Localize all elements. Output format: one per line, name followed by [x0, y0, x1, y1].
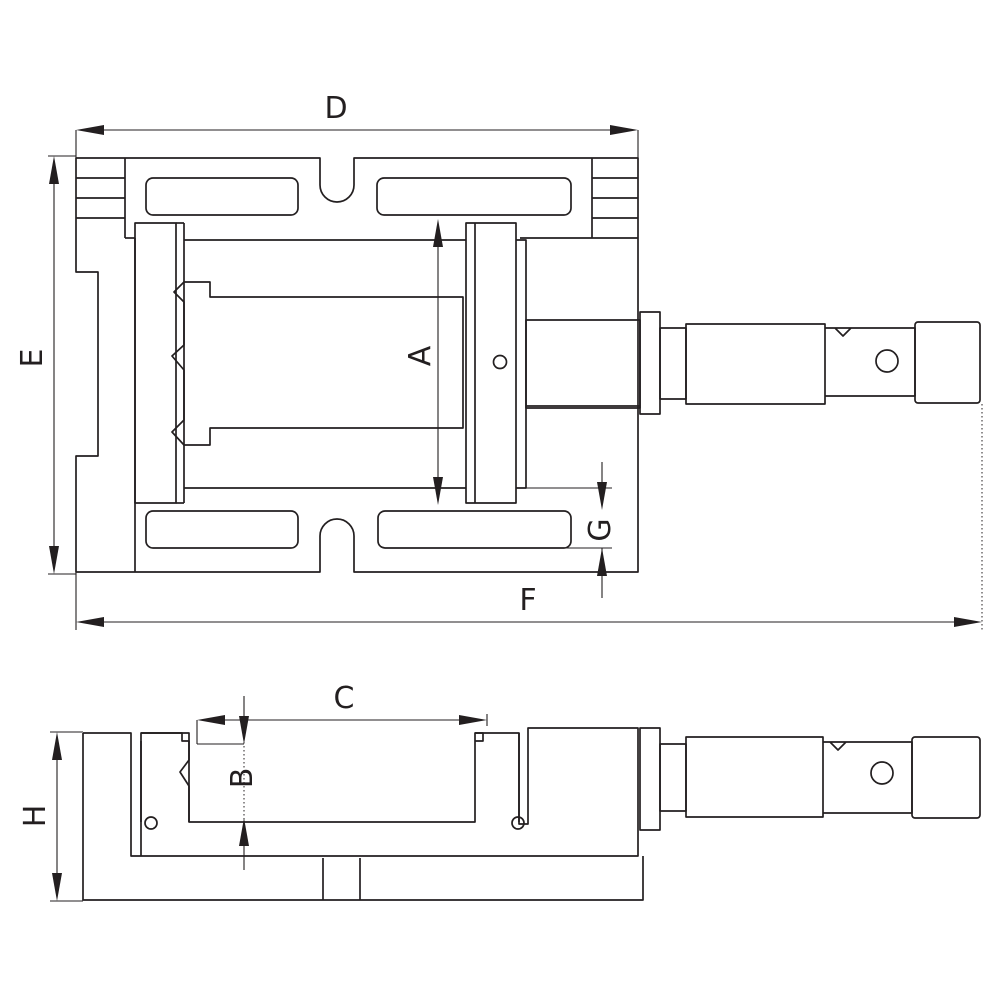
label-h: H	[18, 805, 53, 828]
side-moving-jaw	[475, 732, 520, 822]
label-d: D	[324, 91, 347, 126]
dimension-c: C	[196, 681, 488, 745]
slot-top-left	[145, 177, 299, 216]
dimension-g: G	[520, 462, 618, 598]
side-spindle-hole	[870, 761, 894, 785]
top-view-body-outline	[75, 157, 639, 573]
dimension-f: F	[75, 404, 983, 630]
side-spindle-key	[823, 741, 913, 814]
side-view	[82, 727, 981, 901]
fixed-jaw	[134, 222, 177, 504]
slot-bottom-left	[145, 510, 299, 549]
spindle-handle-end	[914, 321, 981, 404]
dimension-a: A	[403, 219, 443, 505]
slot-top-right	[376, 177, 572, 216]
label-e: E	[15, 349, 50, 368]
spindle-shaft	[685, 323, 826, 405]
side-view-body-outline	[83, 727, 639, 857]
side-fixed-jaw	[141, 732, 190, 822]
label-a: A	[403, 345, 438, 366]
right-rail-grooves	[591, 158, 638, 238]
label-g: G	[583, 518, 618, 541]
spindle-hole	[875, 349, 899, 373]
label-f: F	[519, 583, 536, 618]
side-spindle-flange	[639, 727, 661, 831]
dimension-h: H	[18, 731, 83, 902]
dimension-e: E	[15, 155, 76, 575]
dimension-d: D	[75, 91, 639, 158]
label-c: C	[334, 681, 355, 716]
slot-bottom-right	[377, 510, 572, 549]
spindle-collar	[659, 327, 687, 400]
side-spindle-handle-end	[911, 736, 981, 819]
side-spindle-collar	[659, 743, 687, 812]
label-b: B	[225, 768, 260, 789]
side-spindle-shaft	[685, 736, 824, 818]
workpiece	[171, 281, 464, 446]
left-rail-grooves	[76, 158, 126, 238]
screw-housing	[525, 319, 641, 409]
top-view	[75, 157, 981, 573]
spindle-key	[825, 327, 916, 397]
dimension-b: B	[225, 696, 260, 870]
moving-jaw-pin	[492, 354, 508, 370]
spindle-flange	[639, 311, 661, 415]
moving-jaw	[465, 222, 517, 504]
